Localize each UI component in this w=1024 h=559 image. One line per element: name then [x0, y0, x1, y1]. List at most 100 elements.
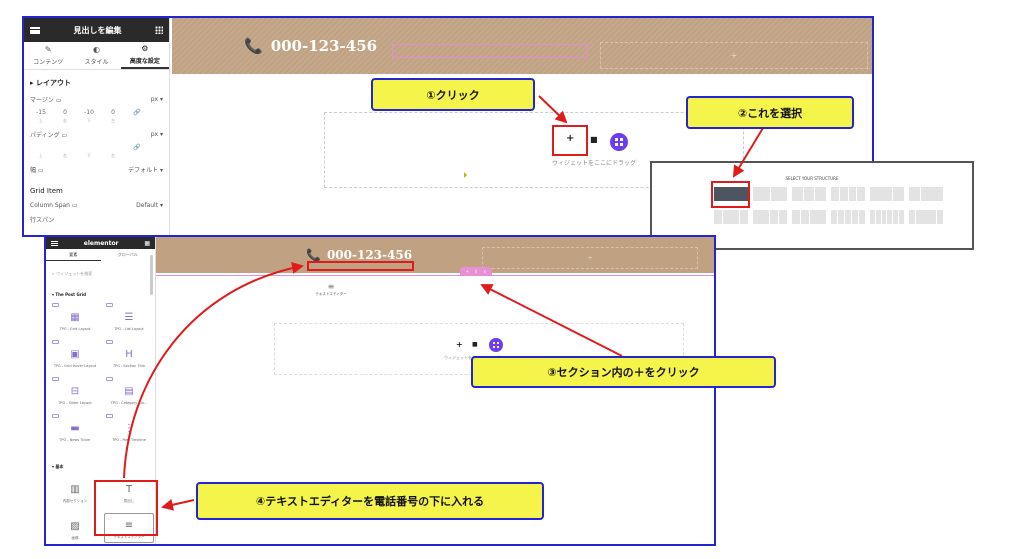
header-section[interactable]: [172, 18, 872, 74]
phone-heading[interactable]: 📞 000-123-456: [306, 248, 412, 262]
widget-tpg-grid-hover[interactable]: ▣TPG - Grid Hover Layout: [50, 340, 100, 370]
arrow-step1: [538, 95, 568, 124]
heading-widget-outline[interactable]: [392, 44, 588, 58]
empty-column[interactable]: +: [482, 247, 698, 269]
phone-icon: 📞: [306, 248, 321, 262]
add-section-button[interactable]: +: [456, 340, 463, 349]
highlight-add-button: [552, 125, 588, 156]
desktop-icon[interactable]: ▭: [55, 97, 62, 104]
column-span-select[interactable]: Default ▾: [136, 202, 163, 209]
padding-unit[interactable]: px ▾: [150, 131, 163, 138]
structure-popup: SELECT YOUR STRUCTURE: [650, 161, 974, 250]
column-plus-icon[interactable]: +: [730, 51, 738, 60]
slider-icon: ⊟: [70, 386, 80, 397]
close-icon[interactable]: ×: [483, 268, 487, 274]
layout-section-title[interactable]: ▸ レイアウト: [30, 79, 71, 87]
folder-icon[interactable]: ■: [590, 135, 598, 144]
section-handle[interactable]: + ⠿ ×: [460, 267, 492, 275]
width-select[interactable]: デフォルト ▾: [128, 167, 163, 174]
widgets-grid-icon[interactable]: ▦: [144, 239, 150, 247]
desktop-icon[interactable]: ▭: [71, 202, 78, 209]
menu-icon[interactable]: [30, 26, 40, 34]
padding-top-label: 上: [39, 153, 43, 158]
widget-label: TPG - Slider Layout: [58, 401, 92, 405]
structure-title: SELECT YOUR STRUCTURE: [785, 176, 839, 181]
structure-option[interactable]: [870, 210, 904, 224]
structure-option[interactable]: [909, 210, 944, 224]
phone-icon: 📞: [244, 37, 263, 55]
tab-style[interactable]: ◐ スタイル: [72, 42, 120, 69]
panel-title: 見出しを編集: [73, 25, 122, 35]
structure-option[interactable]: [753, 210, 787, 224]
widget-text-editor[interactable]: ≡テキストエディター: [104, 513, 154, 543]
margin-bottom-label: 下: [87, 118, 91, 123]
widget-tpg-slider[interactable]: ⊟ TPG - Slider Layout: [50, 377, 100, 407]
link-icon[interactable]: 🔗: [133, 144, 141, 151]
folder-icon[interactable]: ■: [472, 341, 478, 348]
widget-label: 画像: [71, 536, 79, 540]
widget-inner-section[interactable]: ▥内部セクション: [50, 476, 100, 506]
phone-heading[interactable]: 📞 000-123-456: [244, 37, 377, 55]
margin-sub-labels: 上 右 下 左: [24, 118, 169, 127]
elementor-kit-icon[interactable]: [610, 133, 628, 151]
header-section[interactable]: [156, 237, 714, 273]
margin-bottom-input[interactable]: -10: [84, 109, 94, 116]
widget-label: TPG - Category Blo…: [110, 401, 148, 405]
widget-tpg-grid-layout[interactable]: ▦TPG - Grid Layout: [50, 303, 100, 333]
structure-option[interactable]: [831, 210, 865, 224]
structure-option[interactable]: [792, 187, 827, 201]
pencil-icon: ✎: [44, 44, 52, 54]
gear-icon: ⚙: [141, 43, 149, 53]
new-section-drop-area[interactable]: [324, 112, 744, 188]
widget-tpg-list-layout[interactable]: ☰TPG - List Layout: [104, 303, 154, 333]
widget-tpg-news-ticker[interactable]: ▬TPG - News Ticker: [50, 414, 100, 444]
link-icon[interactable]: 🔗: [133, 109, 141, 116]
padding-left-label: 左: [111, 153, 115, 158]
drag-handle-icon[interactable]: ⠿: [474, 268, 478, 274]
desktop-icon[interactable]: ▭: [61, 132, 68, 139]
category-icon: ▤: [124, 386, 134, 397]
widget-label: 内部セクション: [62, 499, 88, 503]
margin-left-input[interactable]: 0: [111, 109, 115, 116]
menu-icon[interactable]: [51, 240, 58, 246]
margin-unit[interactable]: px ▾: [150, 96, 163, 103]
column-plus-icon[interactable]: +: [587, 254, 593, 262]
pro-badge: [106, 377, 113, 381]
margin-right-input[interactable]: 0: [63, 109, 67, 116]
padding-bottom-label: 下: [87, 153, 91, 158]
widget-search-input[interactable]: ⌕ ウィジェットを検索: [52, 269, 149, 278]
add-section-button[interactable]: +: [566, 133, 575, 144]
highlight-drop-target: [307, 261, 414, 271]
structure-one-column[interactable]: [714, 187, 748, 201]
margin-top-input[interactable]: -15: [36, 109, 46, 116]
tab-advanced[interactable]: ⚙ 高度な設定: [120, 42, 169, 69]
arrow-step2: [732, 127, 764, 178]
add-icon[interactable]: +: [465, 268, 469, 274]
category-post-grid[interactable]: ▾ The Post Grid: [52, 292, 86, 297]
structure-option[interactable]: [909, 187, 943, 201]
tab-content[interactable]: ✎ コンテンツ: [24, 42, 72, 69]
tab-global[interactable]: グローバル: [117, 252, 138, 257]
panel-scrollbar[interactable]: [150, 255, 153, 295]
widgets-grid-icon[interactable]: [155, 26, 163, 34]
pro-badge: [106, 414, 113, 418]
elementor-kit-icon[interactable]: [489, 338, 503, 352]
widget-label: TPG - Grid Hover Layout: [53, 364, 97, 368]
widget-image[interactable]: ▨画像: [50, 513, 100, 543]
category-basic[interactable]: ▾ 基本: [52, 464, 64, 469]
pro-badge: [52, 340, 59, 344]
structure-option[interactable]: [792, 210, 826, 224]
structure-option[interactable]: [714, 210, 748, 224]
tab-elements[interactable]: 要素: [46, 249, 101, 261]
empty-column[interactable]: +: [600, 42, 868, 69]
structure-option[interactable]: [831, 187, 865, 201]
desktop-icon[interactable]: ▭: [37, 167, 44, 174]
structure-option[interactable]: [753, 187, 787, 201]
widget-tpg-category-block[interactable]: ▤ TPG - Category Blo…: [104, 377, 154, 407]
search-icon: ⌕: [52, 271, 55, 276]
widget-label: TPG - Section Title: [112, 364, 146, 368]
structure-option[interactable]: [870, 187, 904, 201]
